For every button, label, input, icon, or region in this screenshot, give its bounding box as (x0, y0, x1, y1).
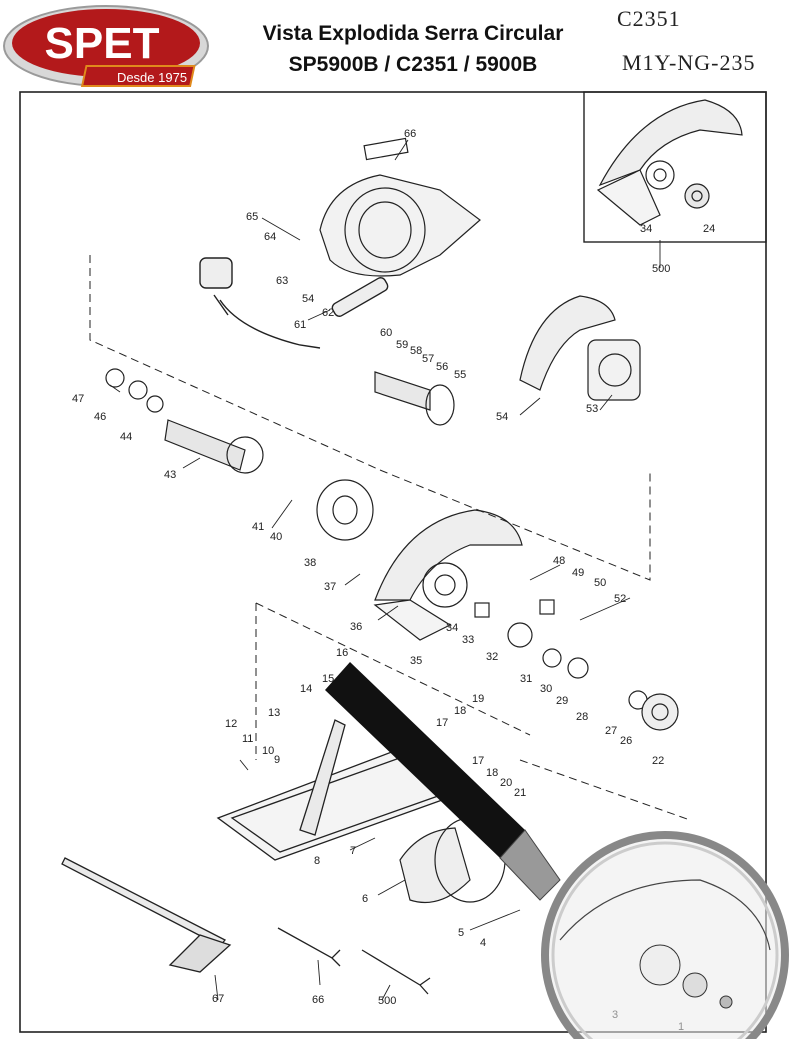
label-59: 61 (294, 319, 306, 331)
blade-guard (316, 479, 523, 641)
label-67: 500 (378, 995, 396, 1007)
model-code-1: C2351 (617, 6, 681, 31)
label-18-top: 18 (454, 705, 466, 717)
label-9: 9 (274, 754, 280, 766)
label-16: 16 (336, 647, 348, 659)
label-46: 48 (553, 555, 565, 567)
label-63: 65 (246, 211, 258, 223)
label-41: 44 (120, 431, 132, 443)
label-14: 14 (300, 683, 312, 695)
label-60: 62 (322, 307, 334, 319)
armature (105, 368, 264, 474)
title-line-2: SP5900B / C2351 / 5900B (288, 53, 538, 76)
label-4: 4 (480, 937, 486, 949)
label-12: 12 (225, 718, 237, 730)
inset-frame (583, 91, 767, 243)
label-52-right: 54 (496, 411, 508, 423)
label-18-low: 18 (486, 767, 498, 779)
label-62: 64 (264, 231, 276, 243)
label-11: 11 (242, 733, 253, 745)
label-49: 52 (614, 593, 626, 605)
label-6: 6 (362, 893, 368, 905)
label-38: 41 (252, 521, 264, 533)
label-26: 28 (576, 711, 588, 723)
label-36: 38 (304, 557, 316, 569)
side-handle (374, 371, 455, 426)
inset-guard-assembly (596, 99, 743, 226)
label-27: 29 (556, 695, 568, 707)
label-15: 15 (322, 673, 334, 685)
label-66: 67 (212, 993, 224, 1005)
model-code-2: M1Y-NG-235 (622, 50, 756, 75)
label-20: 20 (500, 777, 512, 789)
label-43: 46 (94, 411, 106, 423)
label-21: 21 (514, 787, 526, 799)
rip-fence (61, 857, 232, 973)
inset-label-34: 34 (640, 223, 652, 235)
label-8: 8 (314, 855, 320, 867)
label-17-low: 17 (472, 755, 484, 767)
spet-logo: SPET Desde 1975 (3, 5, 209, 87)
title-line-1: Vista Explodida Serra Circular (262, 22, 564, 45)
label-17-top: 17 (436, 717, 448, 729)
label-35: 37 (324, 581, 336, 593)
label-29: 31 (520, 673, 532, 685)
leader-lines (109, 139, 661, 1001)
label-44: 47 (72, 393, 84, 405)
label-65: 66 (312, 994, 324, 1006)
logo-brand-text: SPET (45, 19, 160, 68)
label-34: 36 (350, 621, 362, 633)
label-54: 56 (436, 361, 448, 373)
label-19: 19 (472, 693, 484, 705)
magnifying-glass-icon (325, 662, 789, 1039)
label-52-top: 54 (302, 293, 314, 305)
label-37: 40 (270, 531, 282, 543)
label-55: 57 (422, 353, 434, 365)
label-33: 35 (410, 655, 422, 667)
label-13: 13 (268, 707, 280, 719)
label-57: 59 (396, 339, 408, 351)
logo-tagline: Desde 1975 (117, 70, 187, 85)
label-10: 10 (262, 745, 274, 757)
part-labels: 66 65 64 63 62 61 60 59 58 57 56 55 54 5… (72, 128, 715, 1033)
label-47: 49 (572, 567, 584, 579)
label-53: 55 (454, 369, 466, 381)
label-58: 60 (380, 327, 392, 339)
inset-label-500: 500 (652, 263, 670, 275)
spindle-parts (474, 599, 679, 731)
inset-label-24: 24 (703, 223, 715, 235)
guide-lines (89, 255, 691, 821)
label-24: 26 (620, 735, 632, 747)
upper-guard (519, 295, 641, 401)
label-22: 22 (652, 755, 664, 767)
label-7: 7 (350, 845, 356, 857)
label-32: 34 (446, 622, 458, 634)
wrenches (277, 927, 431, 995)
label-30: 32 (486, 651, 498, 663)
label-61: 63 (276, 275, 288, 287)
label-5: 5 (458, 927, 464, 939)
label-31: 33 (462, 634, 474, 646)
power-cord (199, 257, 389, 349)
label-25: 27 (605, 725, 617, 737)
label-64: 66 (404, 128, 416, 140)
page-title: Vista Explodida Serra Circular SP5900B /… (218, 18, 608, 80)
label-40: 43 (164, 469, 176, 481)
diagram-frame (19, 91, 767, 1033)
label-48: 50 (594, 577, 606, 589)
label-50: 53 (586, 403, 598, 415)
motor-housing (319, 137, 481, 277)
label-56: 58 (410, 345, 422, 357)
label-28: 30 (540, 683, 552, 695)
